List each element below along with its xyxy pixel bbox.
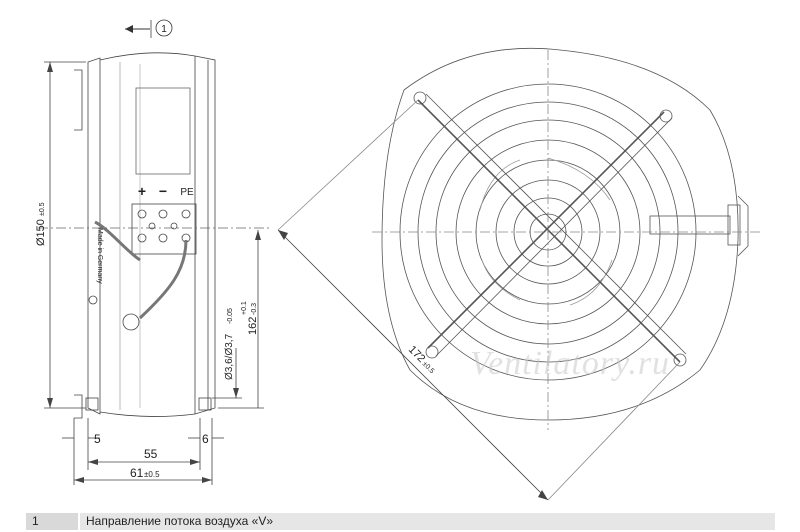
legend-text: Направление потока воздуха «V» xyxy=(80,513,775,530)
svg-text:Ø150: Ø150 xyxy=(35,219,47,246)
svg-text:61: 61 xyxy=(130,466,144,480)
dim-55: 55 xyxy=(144,447,158,461)
terminal-pe: PE xyxy=(180,187,194,198)
svg-text:162: 162 xyxy=(247,317,259,335)
svg-text:±0.5: ±0.5 xyxy=(421,361,436,376)
terminal-minus: − xyxy=(159,183,167,199)
watermark: Ventilatory.ru xyxy=(470,345,671,382)
svg-text:-0.05: -0.05 xyxy=(227,308,234,324)
svg-text:Ø3,6/Ø3,7: Ø3,6/Ø3,7 xyxy=(224,333,235,380)
side-view xyxy=(38,52,270,485)
airflow-callout xyxy=(125,19,173,38)
svg-text:±0.5: ±0.5 xyxy=(144,470,160,479)
svg-text:+0.1: +0.1 xyxy=(241,301,248,315)
svg-text:±0.5: ±0.5 xyxy=(39,202,46,216)
dim-61: 61 ±0.5 xyxy=(130,466,160,480)
dim-6: 6 xyxy=(202,432,209,446)
dim-5: 5 xyxy=(94,432,101,446)
legend-number: 1 xyxy=(26,513,78,530)
front-view xyxy=(277,47,760,501)
legend-row: 1 Направление потока воздуха «V» xyxy=(26,513,775,530)
callout-number: 1 xyxy=(161,24,167,35)
terminal-plus: + xyxy=(138,183,146,199)
made-in-label: Made in Germany xyxy=(96,228,103,284)
dim-hole-diameter: Ø3,6/Ø3,7 -0.05 xyxy=(224,308,235,380)
dim-height-162: 162 +0.1 -0.3 xyxy=(241,301,259,335)
svg-text:-0.3: -0.3 xyxy=(251,303,258,315)
dim-diameter-150: Ø150 ±0.5 xyxy=(35,202,47,246)
